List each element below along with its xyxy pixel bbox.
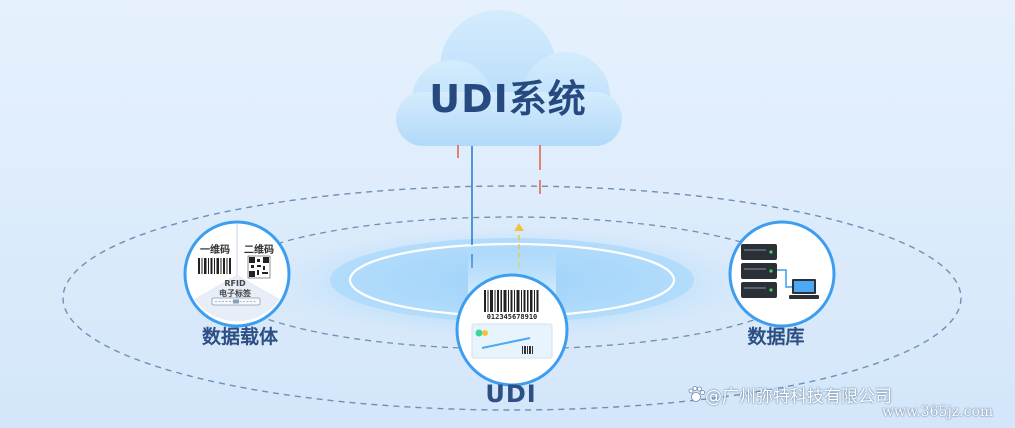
arrow-up [514, 223, 524, 231]
barcode-2d-label: 二维码 [244, 245, 274, 256]
cloud-shape [396, 10, 622, 146]
udi-barcode-number: 012345678910 [486, 313, 538, 321]
udi-label: UDI [485, 380, 537, 408]
rfid-tag-icon [211, 297, 261, 306]
data-carrier-node [183, 220, 291, 328]
data-carrier-label: 数据载体 [201, 326, 278, 348]
barcode-1d-label: 一维码 [200, 245, 230, 256]
barcode-1d-icon [198, 258, 231, 274]
watermark-text: @广州弥特科技有限公司 [705, 387, 892, 407]
udi-barcode-icon [484, 290, 539, 312]
udi-node [455, 273, 569, 387]
database-label: 数据库 [747, 326, 805, 348]
paw-icon [688, 386, 705, 402]
outer-ring [62, 185, 962, 411]
server-rack-icon [741, 244, 777, 298]
watermark-url: www.365jz.com [882, 404, 994, 420]
computer-icon [789, 279, 819, 299]
medical-device-icon [471, 323, 553, 359]
qr-code-icon [247, 255, 271, 279]
rfid-label: RFID [224, 279, 246, 288]
rfid-sublabel: 电子标签 [219, 289, 251, 298]
database-node [728, 220, 836, 328]
cloud-title: UDI系统 [429, 77, 587, 121]
